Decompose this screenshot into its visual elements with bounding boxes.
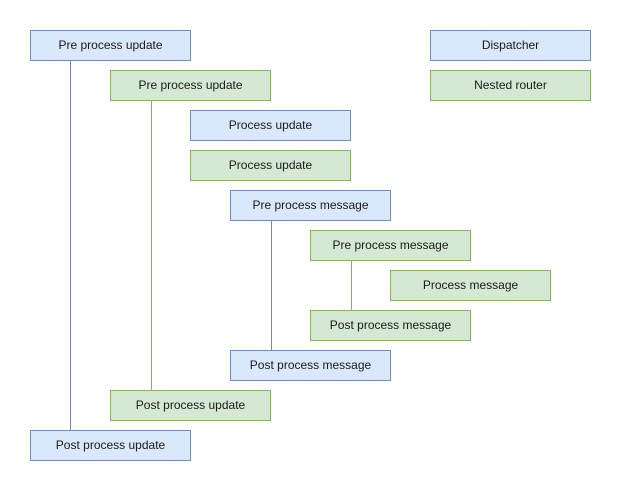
node-label: Pre process message xyxy=(252,197,369,212)
node-pre-process-message-router[interactable]: Pre process message xyxy=(310,230,471,261)
node-pre-process-update-router[interactable]: Pre process update xyxy=(110,70,271,101)
node-label: Process update xyxy=(228,117,313,132)
legend-item-label: Dispatcher xyxy=(481,37,540,52)
node-post-process-update-dispatcher[interactable]: Post process update xyxy=(30,430,191,461)
connector-n6-to-n8 xyxy=(351,261,352,310)
node-process-update-router[interactable]: Process update xyxy=(190,150,351,181)
node-post-process-message-dispatcher[interactable]: Post process message xyxy=(230,350,391,381)
connector-n1-to-n11 xyxy=(70,61,71,430)
legend-item-label: Nested router xyxy=(474,77,547,92)
node-label: Post process update xyxy=(135,397,246,412)
node-label: Post process message xyxy=(329,317,452,332)
node-pre-process-update-dispatcher[interactable]: Pre process update xyxy=(30,30,191,61)
node-post-process-message-router[interactable]: Post process message xyxy=(310,310,471,341)
legend-item-nested-router: Nested router xyxy=(430,70,591,101)
node-label: Post process update xyxy=(55,437,166,452)
node-label: Pre process message xyxy=(332,237,449,252)
connector-n2-to-n10 xyxy=(151,101,152,390)
node-pre-process-message-dispatcher[interactable]: Pre process message xyxy=(230,190,391,221)
node-label: Process message xyxy=(422,277,519,292)
connector-n5-to-n9 xyxy=(271,221,272,350)
node-label: Pre process update xyxy=(58,37,163,52)
node-post-process-update-router[interactable]: Post process update xyxy=(110,390,271,421)
node-process-message-router[interactable]: Process message xyxy=(390,270,551,301)
legend-item-dispatcher: Dispatcher xyxy=(430,30,591,61)
node-process-update-dispatcher[interactable]: Process update xyxy=(190,110,351,141)
node-label: Post process message xyxy=(249,357,372,372)
node-label: Process update xyxy=(228,157,313,172)
node-label: Pre process update xyxy=(138,77,243,92)
